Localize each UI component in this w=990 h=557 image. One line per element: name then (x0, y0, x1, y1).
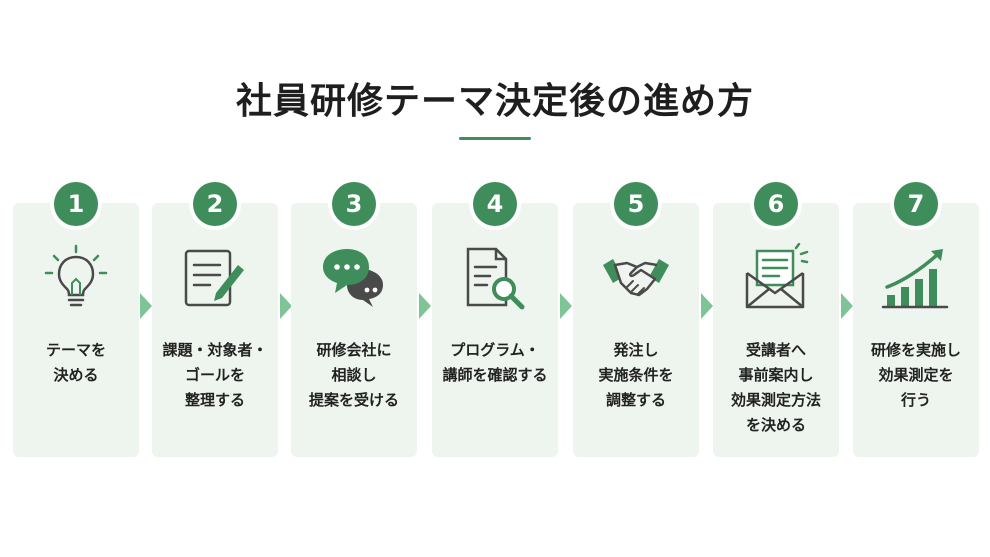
step-label: 研修会社に 相談し 提案を受ける (308, 341, 399, 409)
lightbulb-icon (44, 244, 108, 307)
document-magnifier-icon (466, 247, 525, 310)
step-label: 課題・対象者・ ゴールを 整理する (162, 341, 268, 409)
step-number-badge: 6 (754, 182, 798, 226)
step-number-badge: 2 (193, 182, 237, 226)
arrow-right-icon (419, 293, 431, 319)
step-card-2 (152, 203, 278, 457)
step-label: 研修を実施し 効果測定を 行う (870, 341, 961, 409)
step-number-badge: 1 (54, 182, 98, 226)
arrow-right-icon (140, 293, 152, 319)
step-label: 受講者へ 事前案内し 効果測定方法 を決める (730, 341, 821, 434)
envelope-icon (745, 243, 809, 309)
step-number-badge: 3 (332, 182, 376, 226)
page-title: 社員研修テーマ決定後の進め方 (235, 81, 754, 122)
arrow-right-icon (841, 293, 853, 319)
title-underline (459, 137, 531, 140)
step-card-6 (713, 203, 839, 457)
step-number-badge: 4 (473, 182, 517, 226)
step-number-badge: 5 (614, 182, 658, 226)
step-card-7 (853, 203, 979, 457)
arrow-right-icon (280, 293, 292, 319)
growth-chart-icon (881, 249, 949, 309)
step-card-5 (573, 203, 699, 457)
chat-bubbles-icon (323, 249, 383, 307)
handshake-icon (603, 259, 669, 297)
step-card-3 (291, 203, 417, 457)
step-label: プログラム・ 講師を確認する (442, 341, 548, 384)
arrow-right-icon (701, 293, 713, 319)
step-card-4 (432, 203, 558, 457)
step-label: 発注し 実施条件を 調整する (598, 341, 674, 409)
step-number-badge: 7 (894, 182, 938, 226)
step-card-1 (13, 203, 139, 457)
arrow-right-icon (560, 293, 572, 319)
step-label: テーマを 決める (45, 341, 106, 384)
document-pencil-icon (184, 249, 244, 307)
